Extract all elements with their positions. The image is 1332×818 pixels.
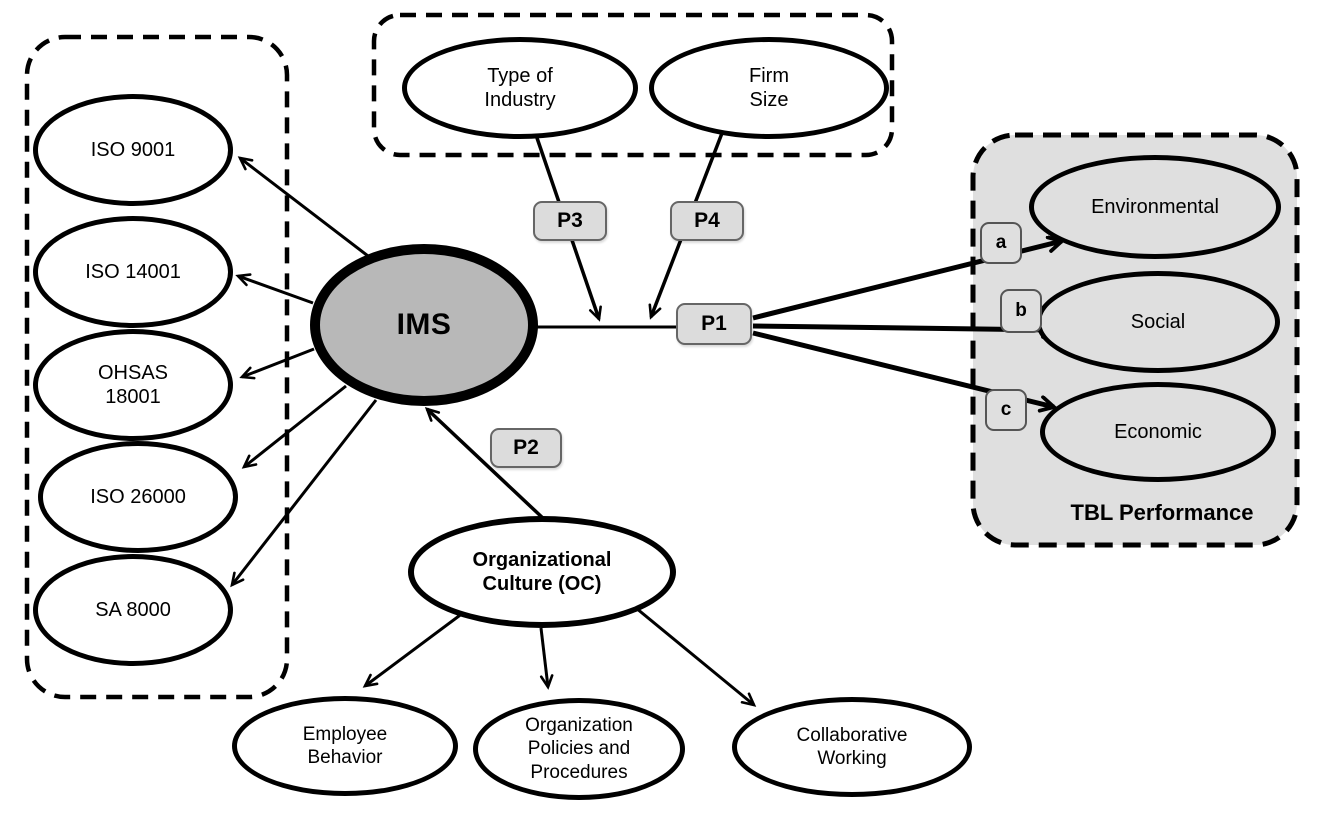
node-environmental: Environmental [1029, 155, 1281, 259]
node-iso-26000-label: ISO 26000 [90, 485, 186, 508]
node-employee-behavior: Employee Behavior [232, 696, 458, 796]
node-sa-8000-label: SA 8000 [95, 598, 171, 621]
arrow-ims-to-iso9001 [237, 156, 369, 258]
arrow-ims-to-iso14001 [235, 273, 314, 305]
node-organization-policies: Organization Policies and Procedures [473, 698, 685, 800]
tbl-group-title: TBL Performance [1070, 500, 1254, 525]
node-collaborative-working: Collaborative Working [732, 697, 972, 797]
node-sa-8000: SA 8000 [33, 554, 233, 666]
node-organization-policies-label: Organization Policies and Procedures [525, 715, 633, 783]
node-social-label: Social [1130, 310, 1186, 333]
node-iso-9001-label: ISO 9001 [90, 138, 176, 161]
path-letter-c-text: c [1000, 399, 1012, 420]
proposition-label-p2: P2 [490, 428, 562, 468]
node-iso-14001-label: ISO 14001 [85, 260, 181, 283]
arrow-ims-to-sa8000 [230, 399, 378, 588]
node-type-of-industry: Type of Industry [402, 37, 638, 139]
proposition-label-p4: P4 [670, 201, 744, 241]
node-ohsas-18001: OHSAS 18001 [33, 329, 233, 441]
node-environmental-label: Environmental [1091, 195, 1219, 218]
node-type-of-industry-label: Type of Industry [484, 64, 556, 111]
arrow-oc-to-org-policies [539, 627, 554, 690]
node-social: Social [1036, 271, 1280, 373]
arrow-ims-to-ohsas18001 [239, 347, 315, 380]
proposition-label-p4-text: P4 [694, 209, 720, 232]
node-firm-size-label: Firm Size [749, 64, 789, 111]
proposition-label-p3: P3 [533, 201, 607, 241]
proposition-label-p2-text: P2 [513, 436, 539, 459]
arrow-ims-to-iso26000 [241, 384, 347, 469]
path-letter-b-text: b [1015, 300, 1027, 321]
node-ims-label: IMS [396, 307, 452, 341]
proposition-label-p3-text: P3 [557, 209, 583, 232]
node-ohsas-18001-label: OHSAS 18001 [97, 361, 169, 408]
node-iso-9001: ISO 9001 [33, 94, 233, 206]
node-collaborative-working-label: Collaborative Working [796, 724, 908, 769]
proposition-label-p1: P1 [676, 303, 752, 345]
node-iso-14001: ISO 14001 [33, 216, 233, 328]
node-firm-size: Firm Size [649, 37, 889, 139]
arrow-oc-p2-to-ims [424, 407, 548, 523]
node-employee-behavior-label: Employee Behavior [302, 723, 388, 768]
path-letter-c: c [985, 389, 1027, 431]
path-letter-a-text: a [995, 232, 1007, 253]
node-economic: Economic [1040, 382, 1276, 482]
arrow-oc-to-employee-behavior [362, 608, 468, 688]
node-economic-label: Economic [1114, 420, 1202, 443]
path-letter-b: b [1000, 289, 1042, 333]
node-organizational-culture-label: Organizational Culture (OC) [472, 548, 612, 595]
proposition-label-p1-text: P1 [701, 312, 727, 335]
node-ims: IMS [310, 244, 538, 406]
path-letter-a: a [980, 222, 1022, 264]
node-organizational-culture: Organizational Culture (OC) [408, 516, 676, 628]
node-iso-26000: ISO 26000 [38, 441, 238, 553]
